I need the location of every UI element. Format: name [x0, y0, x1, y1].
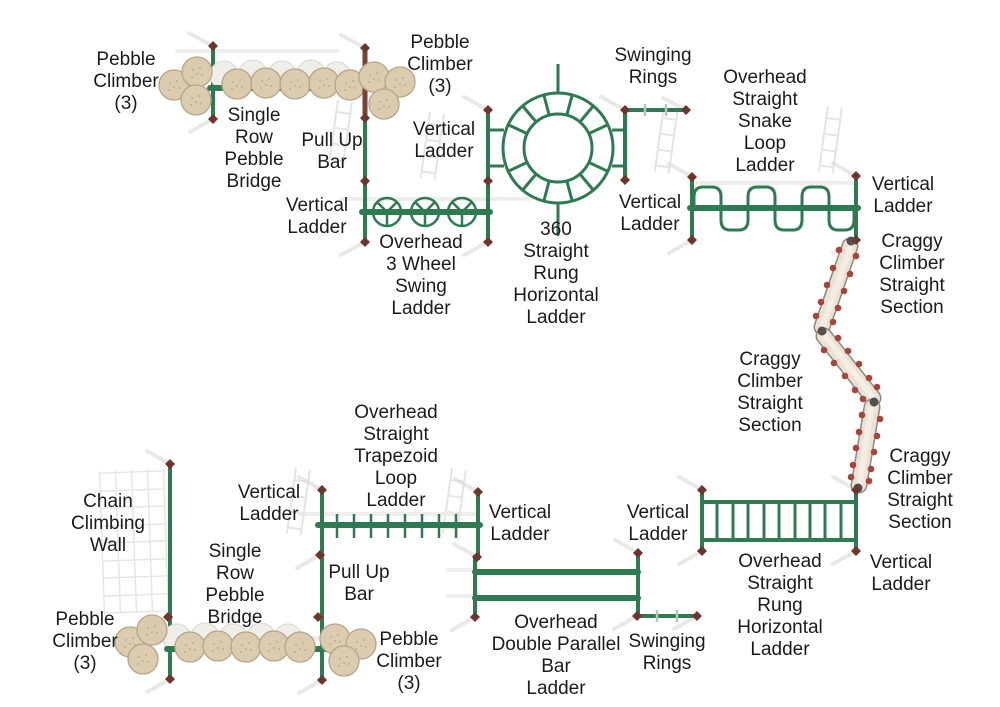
label-craggy-climber-1: Craggy Climber Straight Section: [879, 231, 945, 318]
straight-rung-360-ladder: [488, 64, 625, 236]
swinging-rings-top-structure: [623, 104, 688, 116]
label-pebble-climber-top-mid: Pebble Climber (3): [407, 32, 473, 97]
label-vertical-ladder-1: Vertical Ladder: [285, 195, 349, 238]
label-overhead-trapezoid-loop-ladder: Overhead Straight Trapezoid Loop Ladder: [354, 402, 438, 511]
label-vertical-ladder-7: Vertical Ladder: [626, 502, 690, 545]
label-swinging-rings-top: Swinging Rings: [614, 45, 692, 88]
label-pebble-climber-bottom-left: Pebble Climber (3): [52, 609, 118, 674]
label-chain-climbing-wall: Chain Climbing Wall: [71, 491, 145, 556]
label-craggy-climber-3: Craggy Climber Straight Section: [887, 446, 953, 533]
label-straight-rung-360-ladder: 360 Straight Rung Horizontal Ladder: [513, 219, 599, 328]
label-vertical-ladder-2: Vertical Ladder: [412, 119, 476, 162]
chain-climbing-wall-mesh: [98, 468, 170, 614]
single-row-pebble-bridge-bottom: [162, 622, 330, 663]
ghost-artifacts: [143, 31, 858, 695]
label-single-row-pebble-bridge-bottom: Single Row Pebble Bridge: [205, 541, 265, 628]
craggy-climber-section-2: [815, 327, 882, 407]
label-vertical-ladder-4: Vertical Ladder: [871, 174, 935, 217]
overhead-double-parallel-bar-ladder-structure: [472, 553, 641, 617]
label-pebble-climber-bottom-mid: Pebble Climber (3): [376, 629, 442, 694]
label-vertical-ladder-5: Vertical Ladder: [237, 482, 301, 525]
craggy-climber-section-3: [847, 398, 884, 494]
craggy-climber-section-1: [812, 237, 860, 336]
label-overhead-double-parallel-bar-ladder: Overhead Double Parallel Bar Ladder: [491, 612, 621, 699]
label-overhead-snake-loop-ladder: Overhead Straight Snake Loop Ladder: [723, 67, 807, 176]
label-vertical-ladder-6: Vertical Ladder: [488, 502, 552, 545]
swinging-rings-bottom-structure: [636, 610, 699, 622]
label-swinging-rings-bottom: Swinging Rings: [628, 631, 706, 674]
single-row-pebble-bridge-top: [207, 46, 371, 119]
label-craggy-climber-2: Craggy Climber Straight Section: [737, 349, 803, 436]
label-pull-up-bar-top: Pull Up Bar: [301, 130, 363, 173]
overhead-straight-rung-horizontal-ladder-structure: [700, 490, 858, 551]
label-pebble-climber-top-left: Pebble Climber (3): [93, 49, 159, 114]
overhead-3-wheel-swing-ladder: [359, 196, 493, 228]
label-overhead-3-wheel-swing-ladder: Overhead 3 Wheel Swing Ladder: [379, 232, 463, 319]
label-vertical-ladder-8: Vertical Ladder: [869, 552, 933, 595]
label-overhead-straight-rung-horizontal-ladder: Overhead Straight Rung Horizontal Ladder: [737, 551, 823, 660]
label-pull-up-bar-bottom: Pull Up Bar: [328, 562, 390, 605]
label-vertical-ladder-3: Vertical Ladder: [618, 192, 682, 235]
overhead-trapezoid-loop-ladder-structure: [315, 492, 483, 560]
overhead-snake-loop-ladder-structure: [687, 176, 861, 240]
label-single-row-pebble-bridge-top: Single Row Pebble Bridge: [224, 105, 284, 192]
